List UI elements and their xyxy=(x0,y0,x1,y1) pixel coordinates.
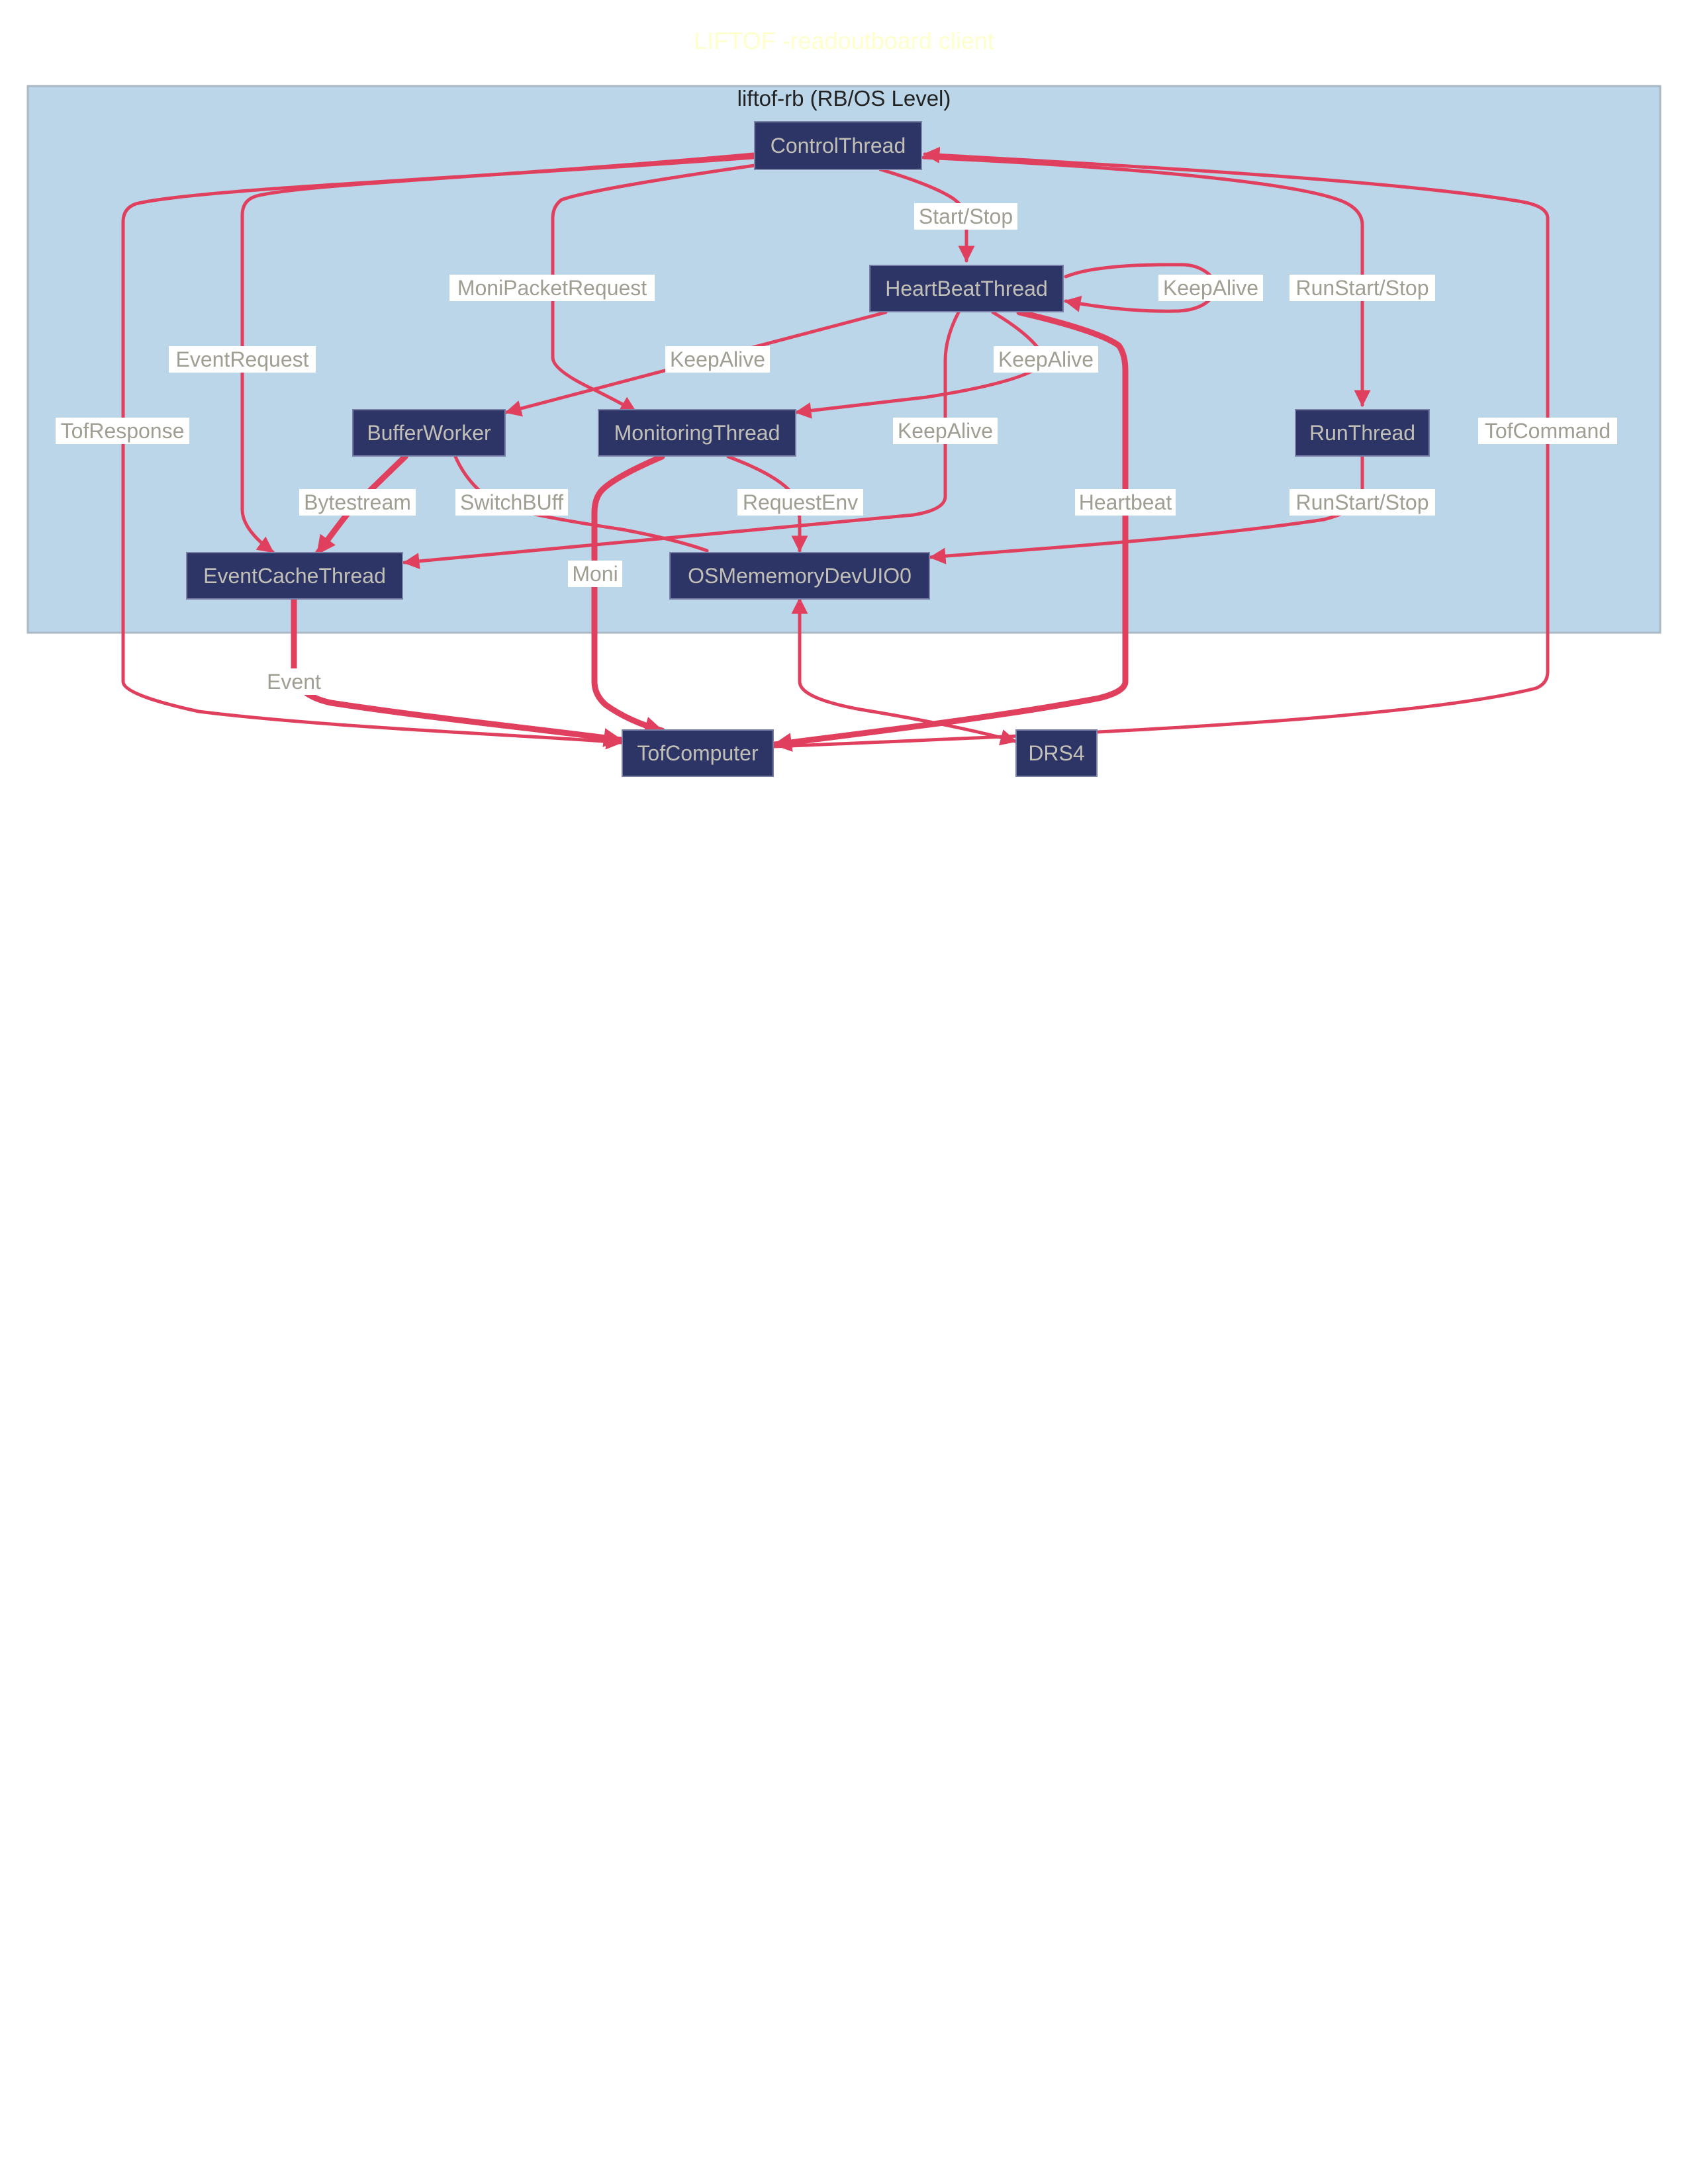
edge-label-text: Moni xyxy=(572,562,618,586)
edge-label-text: KeepAlive xyxy=(670,347,765,371)
node-os-memory: OSMememoryDevUIO0 xyxy=(669,552,930,600)
edge-label-text: EventRequest xyxy=(175,347,308,371)
edge-monitoring-to-tofcomputer xyxy=(591,453,665,735)
node-event-cache-thread: EventCacheThread xyxy=(186,552,403,600)
edge-label-heartbeat: Heartbeat xyxy=(1075,489,1176,516)
node-heartbeat-thread: HeartBeatThread xyxy=(869,265,1064,312)
node-tof-computer: TofComputer xyxy=(622,729,774,777)
node-label: BufferWorker xyxy=(367,421,491,445)
node-run-thread: RunThread xyxy=(1295,409,1430,457)
edge-label-text: KeepAlive xyxy=(898,419,993,443)
edge-label-keepalive-cache: KeepAlive xyxy=(893,418,998,444)
edge-label-keepalive-self: KeepAlive xyxy=(1158,275,1263,301)
edge-label-text: TofCommand xyxy=(1485,419,1611,443)
node-buffer-worker: BufferWorker xyxy=(352,409,506,457)
edge-label-runstart-stop-2: RunStart/Stop xyxy=(1289,489,1435,516)
node-label: DRS4 xyxy=(1028,741,1084,765)
node-label: MonitoringThread xyxy=(614,421,780,445)
node-label: ControlThread xyxy=(771,134,906,158)
edge-label-text: Event xyxy=(267,670,321,694)
edge-label-tof-response: TofResponse xyxy=(56,418,189,444)
node-label: RunThread xyxy=(1309,421,1415,445)
edge-label-moni: Moni xyxy=(568,561,622,587)
edge-label-moni-packet-request: MoniPacketRequest xyxy=(449,275,655,301)
edge-label-text: RequestEnv xyxy=(743,490,858,514)
edge-label-request-env: RequestEnv xyxy=(737,489,863,516)
node-label: EventCacheThread xyxy=(203,564,386,588)
edge-label-keepalive-moni: KeepAlive xyxy=(994,346,1098,373)
edge-label-text: Heartbeat xyxy=(1079,490,1172,514)
edge-label-text: RunStart/Stop xyxy=(1296,490,1429,514)
edge-label-text: RunStart/Stop xyxy=(1296,276,1429,300)
node-label: HeartBeatThread xyxy=(885,277,1047,300)
edge-label-tof-command: TofCommand xyxy=(1478,418,1617,444)
edge-label-start-stop: Start/Stop xyxy=(914,203,1017,230)
cluster-label: liftof-rb (RB/OS Level) xyxy=(737,86,951,111)
edge-control-to-tofcomputer xyxy=(121,156,755,750)
edge-drs4-osmemory xyxy=(791,597,1017,746)
edge-label-text: KeepAlive xyxy=(998,347,1094,371)
edge-label-event-request: EventRequest xyxy=(169,346,316,373)
edge-heartbeat-to-eventcache xyxy=(402,310,961,570)
edge-label-event: Event xyxy=(262,668,326,695)
edge-label-switch-buff: SwitchBUff xyxy=(455,489,568,516)
node-control-thread: ControlThread xyxy=(754,121,922,170)
edge-tofcomputer-to-control xyxy=(773,146,1550,749)
node-label: OSMememoryDevUIO0 xyxy=(688,564,912,588)
node-monitoring-thread: MonitoringThread xyxy=(598,409,796,457)
edge-label-text: Bytestream xyxy=(304,490,411,514)
edge-label-keepalive-buffer: KeepAlive xyxy=(665,346,770,373)
edge-label-text: MoniPacketRequest xyxy=(457,276,647,300)
edge-label-text: Start/Stop xyxy=(919,205,1013,228)
edge-label-text: TofResponse xyxy=(61,419,185,443)
edge-label-bytestream: Bytestream xyxy=(299,489,416,516)
edge-control-to-runthread xyxy=(921,156,1371,407)
edge-buffer-to-osmemory xyxy=(453,455,709,553)
edge-control-to-monitoring xyxy=(551,163,757,414)
node-drs4: DRS4 xyxy=(1015,729,1098,777)
edge-label-text: KeepAlive xyxy=(1163,276,1258,300)
edge-label-runstart-stop-1: RunStart/Stop xyxy=(1289,275,1435,301)
edge-label-text: SwitchBUff xyxy=(460,490,563,514)
diagram-title: LIFTOF -readoutboard client xyxy=(694,27,994,54)
node-label: TofComputer xyxy=(637,741,759,765)
